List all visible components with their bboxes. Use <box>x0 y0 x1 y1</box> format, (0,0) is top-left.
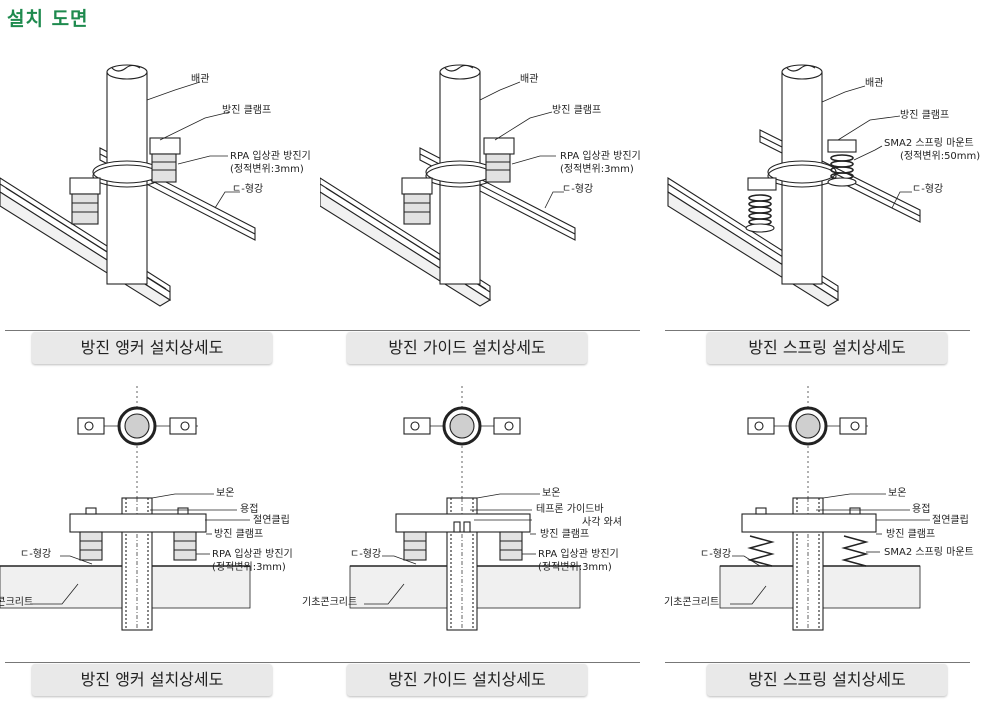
caption-guide: 방진 가이드 설치상세도 <box>347 664 587 696</box>
label-clamp: 방진 클램프 <box>222 105 272 116</box>
caption-anchor: 방진 앵커 설치상세도 <box>32 664 272 696</box>
caption-divider <box>665 330 970 331</box>
spring-coil-right <box>841 535 869 567</box>
label-mount: SMA2 스프링 마운트 <box>884 547 974 558</box>
guide-section-drawing <box>349 386 581 631</box>
guide-isometric-drawing <box>320 64 576 307</box>
label-channel: ㄷ-형강 <box>912 184 944 195</box>
caption-divider <box>295 662 640 663</box>
label-mount-note: (정적변위:3mm) <box>560 164 634 175</box>
label-channel: ㄷ-형강 <box>562 184 594 195</box>
label-mount: RPA 입상관 방진기 <box>560 151 641 162</box>
label-channel: ㄷ-형강 <box>232 184 264 195</box>
caption-spring: 방진 스프링 설치상세도 <box>707 664 947 696</box>
label-concrete: 기초콘크리트 <box>0 597 34 608</box>
label-washer: 사각 와셔 <box>582 517 622 528</box>
caption-divider <box>295 330 640 331</box>
label-clamp: 방진 클램프 <box>214 529 264 540</box>
label-weld: 용접 <box>240 504 259 515</box>
label-clamp: 방진 클램프 <box>540 529 590 540</box>
label-clip: 절연클립 <box>253 515 290 526</box>
label-mount: RPA 입상관 방진기 <box>538 549 619 560</box>
caption-anchor: 방진 앵커 설치상세도 <box>32 332 272 364</box>
label-clip: 절연클립 <box>932 515 969 526</box>
label-concrete: 기초콘크리트 <box>664 597 720 608</box>
bottom-panel-anchor: 보온 용접 절연클립 방진 클램프 RPA 입상관 방진기 (정적변위:3mm)… <box>0 386 310 704</box>
label-channel: ㄷ-형강 <box>20 549 52 560</box>
spring-coil-left <box>748 194 772 226</box>
spring-coil-left <box>747 535 775 567</box>
label-clamp: 방진 클램프 <box>900 110 950 121</box>
label-weld: 용접 <box>912 504 931 515</box>
caption-divider <box>665 662 970 663</box>
label-concrete: 기초콘크리트 <box>302 597 358 608</box>
anchor-isometric-drawing <box>0 64 256 307</box>
spring-isometric-drawing <box>667 64 921 307</box>
label-insulation: 보온 <box>542 488 561 499</box>
label-channel: ㄷ-형강 <box>700 549 732 560</box>
label-mount-note: (정적변위:50mm) <box>900 151 981 162</box>
spring-section-drawing <box>719 386 930 631</box>
label-clamp: 방진 클램프 <box>552 105 602 116</box>
label-mount-note: (정적변위:3mm) <box>230 164 304 175</box>
label-channel: ㄷ-형강 <box>350 549 382 560</box>
bottom-panel-spring: 보온 용접 절연클립 방진 클램프 SMA2 스프링 마운트 ㄷ-형강 기초콘크… <box>660 386 974 704</box>
label-mount-note: (정적변위:3mm) <box>212 562 286 573</box>
label-insulation: 보온 <box>216 488 235 499</box>
label-mount: RPA 입상관 방진기 <box>230 151 311 162</box>
anchor-section-drawing <box>0 386 251 631</box>
label-mount: SMA2 스프링 마운트 <box>884 138 974 149</box>
bottom-panel-guide: 보온 테프론 가이드바 사각 와셔 방진 클램프 RPA 입상관 방진기 (정적… <box>295 386 640 704</box>
label-mount-note: (정적변위:3mm) <box>538 562 612 573</box>
page-title: 설치 도면 <box>7 8 89 30</box>
caption-guide: 방진 가이드 설치상세도 <box>347 332 587 364</box>
label-pipe: 배관 <box>191 74 210 85</box>
label-clamp: 방진 클램프 <box>886 529 936 540</box>
top-panel-anchor: 배관 방진 클램프 RPA 입상관 방진기 (정적변위:3mm) ㄷ-형강 방진… <box>0 60 311 378</box>
caption-divider <box>5 330 305 331</box>
label-mount: RPA 입상관 방진기 <box>212 549 293 560</box>
label-pipe: 배관 <box>520 74 539 85</box>
caption-divider <box>5 662 305 663</box>
label-teflon: 테프론 가이드바 <box>536 504 604 515</box>
top-panel-spring: 배관 방진 클램프 SMA2 스프링 마운트 (정적변위:50mm) ㄷ-형강 … <box>660 60 980 378</box>
label-insulation: 보온 <box>888 488 907 499</box>
label-pipe: 배관 <box>865 78 884 89</box>
caption-spring: 방진 스프링 설치상세도 <box>707 332 947 364</box>
top-panel-guide: 배관 방진 클램프 RPA 입상관 방진기 (정적변위:3mm) ㄷ-형강 방진… <box>295 60 641 378</box>
